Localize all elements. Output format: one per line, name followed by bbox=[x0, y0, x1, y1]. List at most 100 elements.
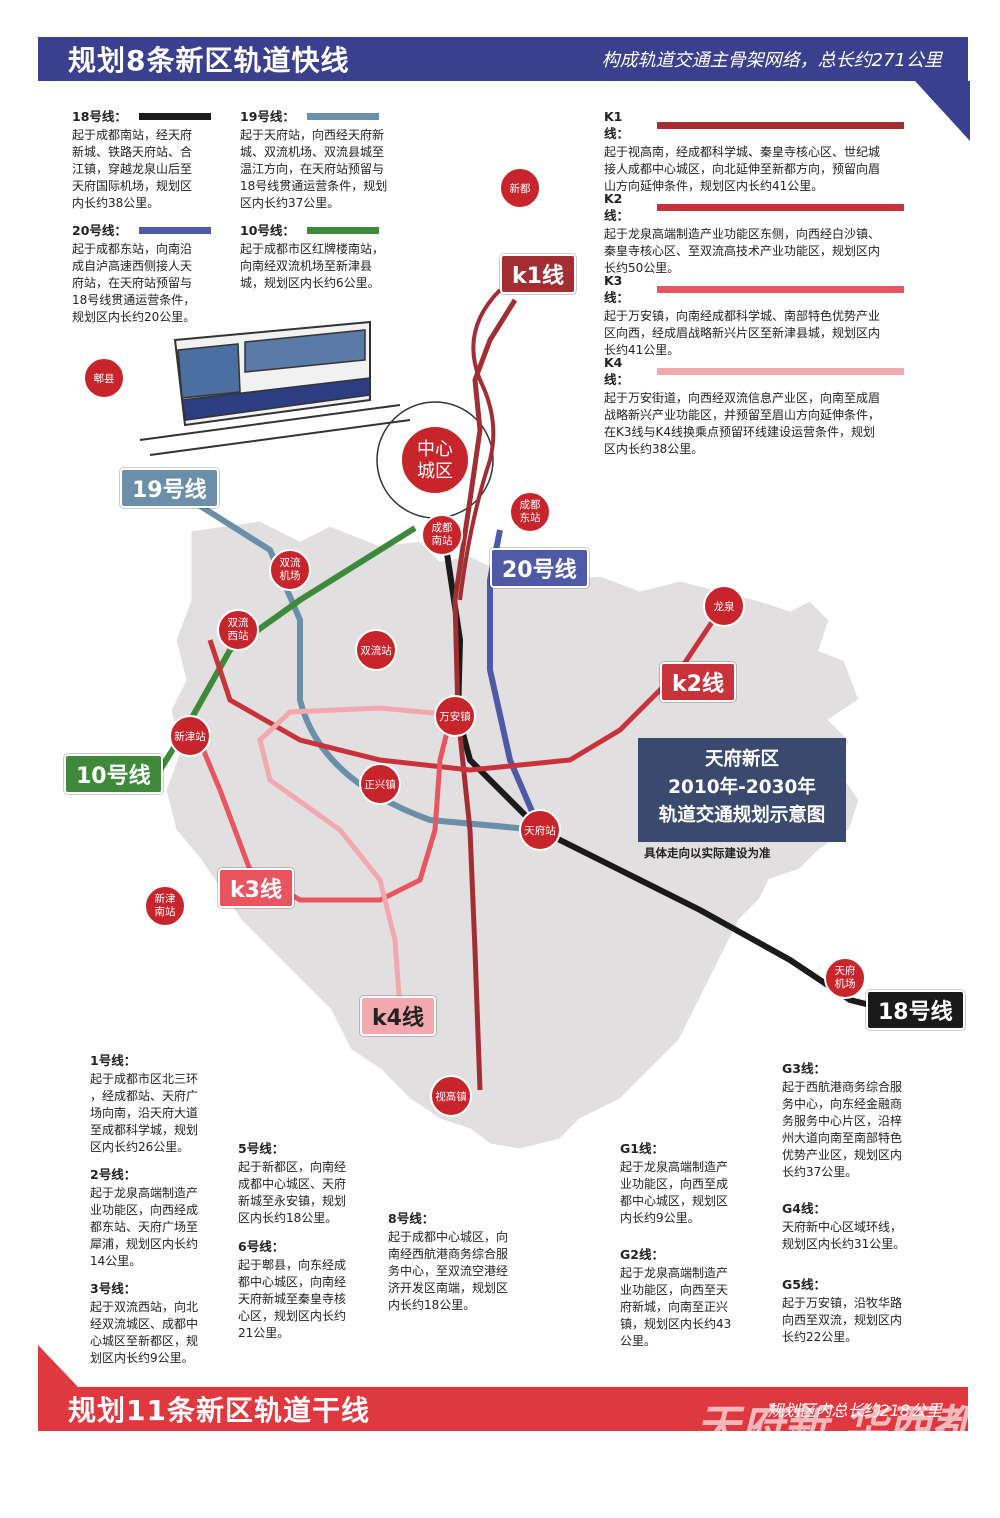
footer-subtitle: 规划区内总长约218公里 bbox=[767, 1401, 942, 1420]
legend-18: 18号线： 起于成都南站，经天府 新城、铁路天府站、合 江镇，穿越龙泉山后至 天… bbox=[72, 108, 212, 212]
line-19-path bbox=[173, 487, 541, 833]
station-xinjin-south[interactable]: 新津 南站 bbox=[144, 885, 186, 927]
station-xindu[interactable]: 新都 bbox=[499, 167, 541, 209]
chengdudong-label-2: 东站 bbox=[520, 511, 541, 524]
station-zhengxing[interactable]: 正兴镇 bbox=[359, 763, 401, 805]
station-core-city[interactable]: 中心 城区 bbox=[400, 425, 470, 495]
xinjinnan-label-2: 南站 bbox=[155, 905, 176, 918]
shuangliujichang-label-1: 双流 bbox=[280, 556, 301, 569]
legend-k1-name: K1线： bbox=[604, 109, 630, 141]
watermark: 天府新 华西都市报 bbox=[696, 1401, 976, 1516]
footer-title: 规划11条新区轨道干线 bbox=[68, 1394, 370, 1427]
core-label-1: 中心 bbox=[417, 439, 453, 460]
trunk-2: 2号线： 起于龙泉高端制造产 业功能区，向西经成 都东站、天府广场至 犀浦，规划… bbox=[90, 1166, 220, 1270]
longquan-label: 龙泉 bbox=[714, 600, 735, 613]
station-pixian[interactable]: 郫县 bbox=[83, 357, 125, 399]
tag-20: 20号线 bbox=[490, 548, 589, 588]
trunk-5: 5号线： 起于新都区，向南经 成都中心城区、天府 新城至永安镇，规划 区内长约1… bbox=[238, 1140, 368, 1227]
k4-line-path bbox=[257, 705, 456, 1011]
trunk-g4-desc: 天府新中心区域环线， 规划区内长约31公里。 bbox=[782, 1220, 906, 1251]
legend-10: 10号线： 起于成都市区红牌楼南站， 向南经双流机场至新津县 城，规划区内长约6… bbox=[240, 222, 400, 292]
legend-k3-swatch bbox=[657, 285, 904, 293]
legend-18-name: 18号线： bbox=[72, 109, 127, 124]
trunk-8-name: 8号线： bbox=[388, 1211, 435, 1226]
trunk-3-desc: 起于双流西站，向北 经双流城区、成都中 心城区至新都区，规 划区内长约9公里。 bbox=[90, 1300, 199, 1365]
legend-19: 19号线： 起于天府站，向西经天府新 城、双流机场、双流县城至 温江方向，在天府… bbox=[240, 108, 400, 212]
trunk-g4-name: G4线： bbox=[782, 1201, 826, 1216]
station-xindu-label: 新都 bbox=[510, 182, 531, 195]
shuangliuxi-label-1: 双流 bbox=[228, 616, 249, 629]
station-pixian-label: 郫县 bbox=[94, 372, 115, 385]
station-tianfu[interactable]: 天府站 bbox=[519, 809, 561, 851]
trunk-g1: G1线： 起于龙泉高端制造产 业功能区，向西至成 都中心城区，规划区 内长约9公… bbox=[620, 1140, 750, 1227]
legend-10-desc: 起于成都市区红牌楼南站， 向南经双流机场至新津县 城，规划区内长约6公里。 bbox=[240, 242, 385, 290]
trunk-g5-desc: 起于万安镇，沿牧华路 向西至双流，规划区内 长约22公里。 bbox=[782, 1296, 903, 1344]
station-shuangliu-airport[interactable]: 双流 机场 bbox=[269, 549, 311, 591]
header-title: 规划8条新区轨道快线 bbox=[68, 44, 350, 77]
tag-18: 18号线 bbox=[866, 990, 965, 1030]
tag-10: 10号线 bbox=[64, 754, 163, 794]
legend-k4-name: K4线： bbox=[604, 355, 630, 387]
legend-18-swatch bbox=[138, 113, 211, 120]
legend-k4: K4线： 起于万安街道，向西经双流信息产业区，向南至成眉 战略新兴产业功能区，并… bbox=[604, 354, 904, 458]
legend-18-desc: 起于成都南站，经天府 新城、铁路天府站、合 江镇，穿越龙泉山后至 天府国际机场，… bbox=[72, 128, 193, 210]
station-xinjin[interactable]: 新津站 bbox=[169, 715, 211, 757]
k1-line-path-alt bbox=[458, 288, 502, 601]
station-shuangliu-west[interactable]: 双流 西站 bbox=[217, 609, 259, 651]
tianfuzhan-label: 天府站 bbox=[524, 824, 556, 837]
legend-19-desc: 起于天府站，向西经天府新 城、双流机场、双流县城至 温江方向，在天府站预留与 1… bbox=[240, 128, 388, 210]
station-shuangliu[interactable]: 双流站 bbox=[355, 629, 397, 671]
k3-line-path bbox=[192, 719, 453, 903]
legend-k1-desc: 起于视高南，经成都科学城、秦皇寺核心区、世纪城 接人成都中心城区，向北延伸至新都… bbox=[604, 145, 881, 193]
xinjinnan-label-1: 新津 bbox=[155, 892, 176, 905]
legend-19-swatch bbox=[306, 113, 379, 120]
station-longquan[interactable]: 龙泉 bbox=[703, 585, 745, 627]
map-title-box: 天府新区 2010年-2030年 轨道交通规划示意图 bbox=[638, 738, 846, 842]
trunk-g4: G4线： 天府新中心区域环线， 规划区内长约31公里。 bbox=[782, 1200, 922, 1253]
trunk-5-name: 5号线： bbox=[238, 1141, 285, 1156]
legend-k3-desc: 起于万安镇，向南经成都科学城、南部特色优势产业 区向西，经成眉战略新兴片区至新津… bbox=[604, 309, 881, 357]
core-label-2: 城区 bbox=[417, 461, 453, 482]
trunk-2-name: 2号线： bbox=[90, 1167, 137, 1182]
trunk-3: 3号线： 起于双流西站，向北 经双流城区、成都中 心城区至新都区，规 划区内长约… bbox=[90, 1280, 220, 1367]
trunk-g3-desc: 起于西航港商务综合服 务中心，向东经金融商 务服务中心片区，沿梓 州大道向南至南… bbox=[782, 1080, 903, 1179]
trunk-1-name: 1号线： bbox=[90, 1053, 137, 1068]
footer-corner-triangle bbox=[38, 1345, 78, 1387]
legend-20-name: 20号线： bbox=[72, 223, 127, 238]
legend-k2: K2线： 起于龙泉高端制造产业功能区东侧，向西经白沙镇、 秦皇寺核心区、至双流高… bbox=[604, 190, 904, 277]
legend-20: 20号线： 起于成都东站，向南沿 成自泸高速西侧接人天 府站，在天府站预留与 1… bbox=[72, 222, 212, 326]
chengdunan-label-2: 南站 bbox=[432, 534, 453, 547]
trunk-5-desc: 起于新都区，向南经 成都中心城区、天府 新城至永安镇，规划 区内长约18公里。 bbox=[238, 1160, 347, 1225]
trunk-g3-name: G3线： bbox=[782, 1061, 826, 1076]
header-band: 规划8条新区轨道快线 构成轨道交通主骨架网络，总长约271公里 bbox=[38, 37, 968, 81]
legend-19-name: 19号线： bbox=[240, 109, 295, 124]
trunk-1: 1号线： 起于成都市区北三环 ，经成都站、天府广 场向南，沿天府大道 至成都科学… bbox=[90, 1052, 220, 1156]
tag-k2: k2线 bbox=[660, 662, 736, 702]
station-chengdunan[interactable]: 成都 南站 bbox=[421, 514, 463, 556]
map-title-line1: 天府新区 bbox=[704, 749, 779, 770]
tag-k4: k4线 bbox=[360, 996, 436, 1036]
station-wanan[interactable]: 万安镇 bbox=[434, 695, 476, 737]
trunk-g2: G2线： 起于龙泉高端制造产 业功能区，向西至天 府新城，向南至正兴 镇，规划区… bbox=[620, 1246, 750, 1350]
trunk-g1-name: G1线： bbox=[620, 1141, 664, 1156]
trunk-8-desc: 起于成都中心城区，向 南经西航港商务综合服 务中心，至双流空港经 济开发区南端，… bbox=[388, 1230, 509, 1312]
shigao-label: 视高镇 bbox=[435, 1090, 467, 1103]
map-title-line2: 2010年-2030年 bbox=[668, 777, 816, 798]
station-chengdudong[interactable]: 成都 东站 bbox=[509, 491, 551, 533]
trunk-g5: G5线： 起于万安镇，沿牧华路 向西至双流，规划区内 长约22公里。 bbox=[782, 1276, 922, 1346]
trunk-6-desc: 起于郫县，向东经成 都中心城区，向南经 天府新城至秦皇寺核 心区，规划区内长约 … bbox=[238, 1258, 347, 1340]
zhengxing-label: 正兴镇 bbox=[364, 778, 396, 791]
station-tianfu-airport[interactable]: 天府 机场 bbox=[824, 957, 866, 999]
tag-k1: k1线 bbox=[500, 254, 576, 294]
tag-19: 19号线 bbox=[120, 468, 219, 508]
legend-10-name: 10号线： bbox=[240, 223, 295, 238]
station-shigao[interactable]: 视高镇 bbox=[430, 1075, 472, 1117]
tianfujichang-label-2: 机场 bbox=[835, 977, 856, 990]
trunk-g5-name: G5线： bbox=[782, 1277, 826, 1292]
shuangliuzhan-label: 双流站 bbox=[360, 644, 392, 657]
legend-20-swatch bbox=[138, 227, 211, 234]
trunk-1-desc: 起于成都市区北三环 ，经成都站、天府广 场向南，沿天府大道 至成都科学城，规划 … bbox=[90, 1072, 199, 1154]
header-corner-triangle bbox=[915, 81, 970, 141]
shuangliujichang-label-2: 机场 bbox=[280, 569, 301, 582]
trunk-2-desc: 起于龙泉高端制造产 业功能区，向西经成 都东站、天府广场至 犀浦，规划区内长约 … bbox=[90, 1186, 199, 1268]
